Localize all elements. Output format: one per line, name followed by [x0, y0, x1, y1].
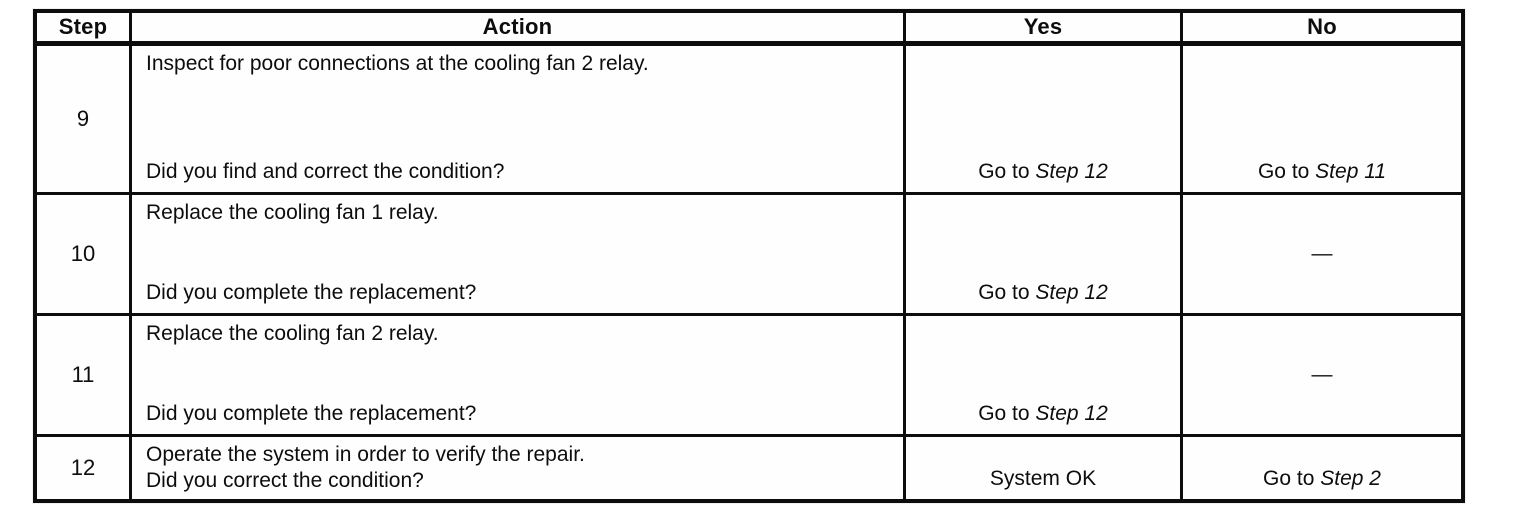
yes-cell: Go to Step 12 [906, 316, 1183, 437]
header-yes: Yes [906, 13, 1183, 46]
step-number: 11 [37, 316, 132, 437]
yes-step-reference: Step 12 [1035, 402, 1108, 425]
no-value: Go to Step 2 [1263, 466, 1381, 492]
header-no: No [1183, 13, 1461, 46]
yes-text: Go to [978, 281, 1036, 304]
yes-value: Go to Step 12 [978, 280, 1108, 306]
yes-text: System OK [989, 467, 1097, 490]
action-instruction: Inspect for poor connections at the cool… [146, 52, 649, 75]
action-cell: Operate the system in order to verify th… [132, 437, 906, 499]
no-cell: Go to Step 2 [1183, 437, 1461, 499]
no-value: — [1312, 241, 1333, 267]
no-cell: — [1183, 195, 1461, 316]
yes-cell: Go to Step 12 [906, 46, 1183, 195]
yes-text: Go to [978, 402, 1036, 425]
no-text: — [1311, 242, 1333, 265]
yes-cell: Go to Step 12 [906, 195, 1183, 316]
step-number: 12 [37, 437, 132, 499]
no-text: Go to [1257, 160, 1316, 183]
action-instruction: Replace the cooling fan 1 relay. [146, 201, 439, 224]
yes-step-reference: Step 12 [1035, 160, 1108, 183]
yes-cell: System OK [906, 437, 1183, 499]
yes-text: Go to [978, 160, 1036, 183]
action-cell: Inspect for poor connections at the cool… [132, 46, 906, 195]
yes-value: Go to Step 12 [978, 159, 1108, 185]
action-cell: Replace the cooling fan 1 relay. Did you … [132, 195, 906, 316]
action-question: Did you correct the condition? [146, 469, 424, 492]
action-question: Did you find and correct the condition? [146, 160, 505, 183]
action-question: Did you complete the replacement? [146, 281, 477, 304]
step-number: 10 [37, 195, 132, 316]
yes-value: Go to Step 12 [978, 401, 1108, 427]
no-step-reference: Step 11 [1315, 160, 1387, 183]
no-text: — [1311, 363, 1333, 386]
no-cell: — [1183, 316, 1461, 437]
action-cell: Replace the cooling fan 2 relay. Did you … [132, 316, 906, 437]
scanned-page: Step Action Yes No 9 Inspect for poor con… [33, 9, 1465, 503]
action-instruction: Operate the system in order to verify th… [146, 443, 585, 466]
yes-step-reference: Step 12 [1035, 281, 1108, 304]
no-value: Go to Step 11 [1258, 159, 1386, 185]
action-instruction: Replace the cooling fan 2 relay. [146, 322, 439, 345]
no-step-reference: Step 2 [1320, 467, 1381, 490]
yes-value: System OK [990, 466, 1096, 492]
header-step: Step [37, 13, 132, 46]
troubleshooting-table: Step Action Yes No 9 Inspect for poor con… [33, 9, 1465, 503]
no-text: Go to [1263, 467, 1321, 490]
step-number: 9 [37, 46, 132, 195]
no-cell: Go to Step 11 [1183, 46, 1461, 195]
action-question: Did you complete the replacement? [146, 402, 477, 425]
no-value: — [1312, 362, 1333, 388]
header-action: Action [132, 13, 906, 46]
